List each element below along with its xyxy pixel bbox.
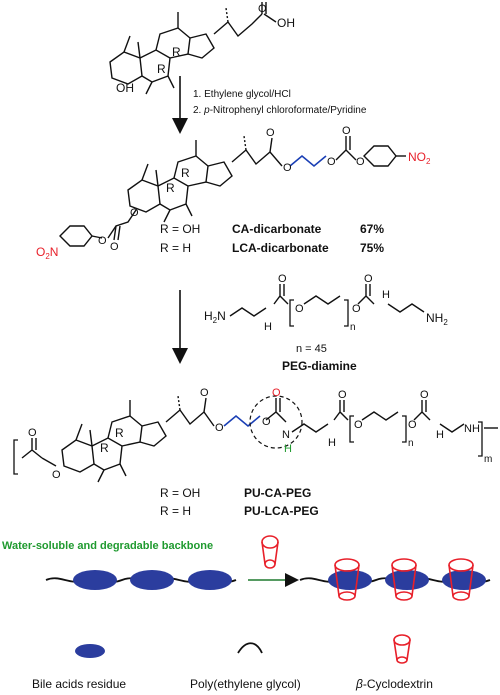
- o-label: O: [408, 419, 417, 431]
- bile-acid-ellipse: [188, 570, 232, 590]
- o-label: O: [278, 273, 287, 285]
- oh-label: OH: [116, 81, 134, 95]
- o-label: O: [356, 156, 365, 168]
- polymer-name-1: PU-CA-PEG: [244, 486, 311, 500]
- h2n-label: H2N: [204, 309, 226, 325]
- n-atom-label: N: [282, 429, 290, 441]
- n-subscript: n: [350, 322, 356, 333]
- o-label: O: [98, 235, 107, 247]
- nh-hydrogen-label: H: [284, 443, 292, 455]
- inclusion-complex: [299, 558, 491, 601]
- o-label: O: [52, 469, 61, 481]
- o-label: O: [295, 303, 304, 315]
- cyclodextrin-icon: [261, 535, 279, 569]
- o-label: O: [215, 422, 224, 434]
- r-label: R: [166, 181, 175, 195]
- nh-label: H: [436, 429, 444, 441]
- peg-diamine-structure: H2N H O O n O O H NH2: [204, 273, 448, 333]
- o-label: O: [110, 241, 119, 253]
- free-backbone: [45, 570, 237, 590]
- o-label: O: [266, 127, 275, 139]
- r-label: R: [157, 62, 166, 76]
- o-label: O: [272, 387, 281, 399]
- polymer-structure: O O R R O O O O N H H O O n O O H NH m: [13, 387, 498, 483]
- o-label: O: [338, 389, 347, 401]
- o-label: O: [200, 387, 209, 399]
- no2-label: NO2: [408, 150, 431, 166]
- polymer-r1: R = OH: [160, 486, 200, 500]
- r-label: R: [181, 166, 190, 180]
- bile-acid-ellipse: [328, 570, 372, 590]
- polymer-name-2: PU-LCA-PEG: [244, 504, 319, 518]
- o-label: O: [352, 303, 361, 315]
- bile-acid-ellipse: [73, 570, 117, 590]
- step1-line2: 2. p-Nitrophenyl chloroformate/Pyridine: [193, 105, 367, 116]
- bile-acid-legend-icon: [75, 644, 105, 658]
- o2n-label: O2N: [36, 245, 58, 261]
- dicarbonate-structure: R R O O O O O O O O NO2 O2N: [36, 125, 431, 261]
- o-label: O: [283, 162, 292, 174]
- o-label: O: [130, 207, 139, 219]
- r-label: R: [172, 45, 181, 59]
- bile-acid-ellipse: [385, 570, 429, 590]
- dicarbonate-yield-1: 67%: [360, 222, 384, 236]
- legend-peg-label: Poly(ethylene glycol): [190, 677, 301, 691]
- cyclodextrin-legend-icon: [393, 634, 411, 664]
- nh-label: H: [328, 437, 336, 449]
- o-label: O: [364, 273, 373, 285]
- peg-name: PEG-diamine: [282, 359, 357, 373]
- n-subscript: n: [408, 438, 414, 449]
- oh-acid-label: OH: [277, 16, 295, 30]
- o-label: O: [28, 427, 37, 439]
- o-label: O: [262, 416, 271, 428]
- peg-legend-icon: [237, 642, 263, 654]
- o-label: O: [420, 389, 429, 401]
- backbone-title: Water-soluble and degradable backbone: [2, 540, 213, 552]
- polymer-r2: R = H: [160, 504, 191, 518]
- dicarbonate-r1: R = OH: [160, 222, 200, 236]
- nh-label: H: [264, 321, 272, 333]
- nh-label: H: [382, 289, 390, 301]
- nh2-label: NH2: [426, 311, 448, 327]
- m-subscript: m: [484, 454, 492, 465]
- nh-label: NH: [464, 423, 480, 435]
- o-label: O: [354, 419, 363, 431]
- dicarbonate-name-1: CA-dicarbonate: [232, 222, 322, 236]
- r-label: R: [100, 441, 109, 455]
- bile-acid-structure: OH R R OH O: [109, 2, 295, 95]
- o-label: O: [258, 3, 267, 15]
- o-label: O: [327, 156, 336, 168]
- legend-cd-label: β-Cyclodextrin: [355, 677, 433, 691]
- r-label: R: [115, 426, 124, 440]
- o-label: O: [342, 125, 351, 137]
- step1-line1: 1. Ethylene glycol/HCl: [193, 89, 291, 100]
- dicarbonate-r2: R = H: [160, 241, 191, 255]
- dicarbonate-name-2: LCA-dicarbonate: [232, 241, 329, 255]
- bile-acid-ellipse: [442, 570, 486, 590]
- legend-bile-label: Bile acids residue: [32, 677, 126, 691]
- bile-acid-ellipse: [130, 570, 174, 590]
- dicarbonate-yield-2: 75%: [360, 241, 384, 255]
- peg-n-label: n = 45: [296, 343, 327, 355]
